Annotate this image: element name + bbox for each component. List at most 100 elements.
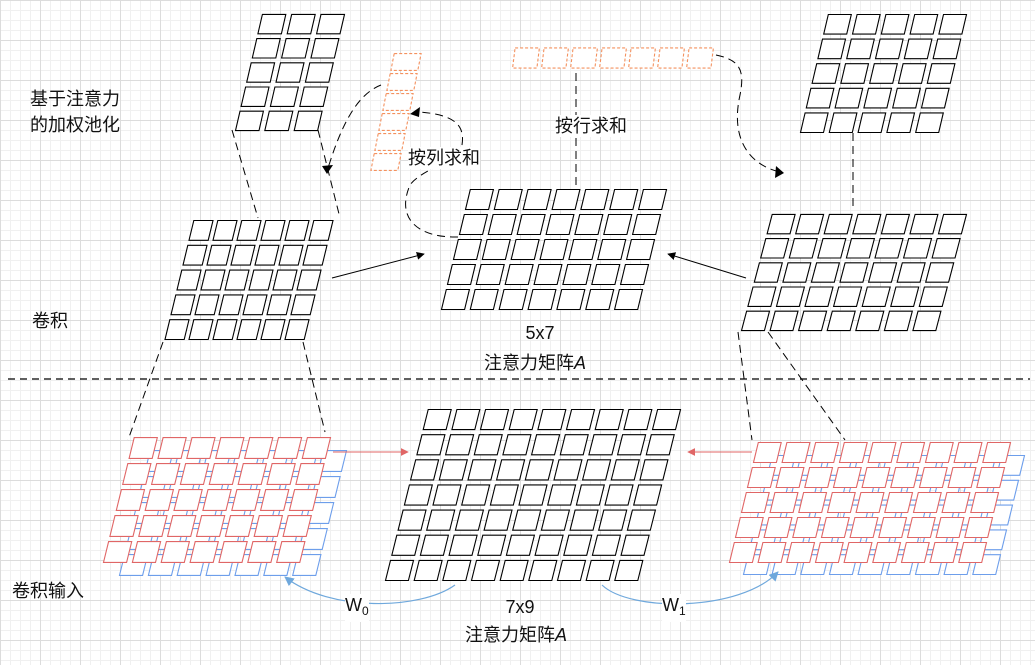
- grid-cell: [840, 63, 870, 84]
- grid-cell: [296, 269, 322, 291]
- grid-cell: [832, 466, 862, 489]
- grid-cell: [442, 559, 472, 582]
- grid-cell: [489, 484, 520, 506]
- grid-cell: [527, 288, 557, 311]
- grid-cell: [861, 286, 891, 307]
- grid-cell: [559, 434, 589, 456]
- grid-cell: [938, 13, 968, 35]
- grid-cell: [479, 408, 510, 431]
- grid-cell: [218, 541, 248, 563]
- grid-cell: [632, 484, 663, 506]
- grid-cell: [452, 238, 483, 261]
- grid-cell: [639, 459, 669, 481]
- grid-cell: [487, 213, 517, 236]
- grid-cell: [568, 238, 598, 261]
- grid-cell: [747, 286, 777, 307]
- grid-cell: [569, 47, 599, 69]
- grid-cell: [823, 13, 852, 35]
- grid-cell: [200, 269, 226, 291]
- grid-cell: [438, 459, 469, 481]
- grid-cell: [189, 541, 220, 563]
- label-column-sum: 按列求和: [408, 147, 480, 169]
- grid-cell: [804, 286, 834, 307]
- grid-cell: [243, 437, 274, 459]
- grid-cell: [886, 112, 916, 134]
- grid-cell: [863, 87, 893, 109]
- grid-cell: [374, 133, 406, 151]
- grid-cell: [539, 238, 569, 261]
- grid-cell: [264, 110, 294, 132]
- attention-matrix-top: [440, 188, 668, 311]
- grid-cell: [242, 294, 268, 316]
- grid-cell: [759, 238, 790, 259]
- label-size-bottom: 7x9: [505, 597, 535, 617]
- grid-cell: [259, 489, 290, 511]
- grid-cell: [794, 213, 825, 235]
- grid-cell: [553, 459, 583, 481]
- grid-cell: [581, 459, 612, 481]
- grid-cell: [597, 509, 628, 531]
- grid-cell: [912, 491, 942, 514]
- grid-cell: [483, 509, 513, 531]
- grid-cell: [464, 188, 495, 211]
- grid-cell: [481, 238, 511, 261]
- grid-cell: [469, 288, 499, 311]
- grid-cell: [782, 262, 812, 283]
- grid-cell: [637, 188, 668, 211]
- grid-cell: [432, 484, 462, 506]
- grid-cell: [651, 408, 682, 431]
- grid-cell: [740, 491, 770, 514]
- grid-cell: [546, 484, 577, 506]
- grid-cell: [295, 463, 325, 485]
- grid-cell: [202, 489, 232, 511]
- grid-cell: [247, 541, 277, 563]
- grid-cell: [413, 559, 443, 582]
- grid-cell: [775, 466, 805, 489]
- grid-cell: [880, 13, 910, 35]
- grid-cell: [609, 188, 639, 211]
- grid-cell: [598, 47, 628, 69]
- grid-cell: [182, 244, 208, 266]
- grid-cell: [266, 463, 296, 485]
- grid-cell: [502, 434, 532, 456]
- grid-cell: [195, 515, 226, 537]
- grid-cell: [282, 515, 313, 537]
- grid-cell: [473, 434, 503, 456]
- grid-cell: [533, 263, 563, 286]
- grid-cell: [574, 213, 604, 236]
- grid-cell: [224, 515, 255, 537]
- grid-cell: [446, 263, 477, 286]
- grid-cell: [872, 541, 902, 564]
- grid-cell: [144, 489, 175, 511]
- grid-cell: [845, 238, 876, 259]
- grid-cell: [275, 62, 305, 83]
- grid-cell: [846, 38, 875, 60]
- grid-cell: [775, 286, 806, 307]
- label-attention-pooling-1: 基于注意力: [30, 89, 120, 109]
- arrowhead: [775, 166, 784, 178]
- grid-cell: [299, 86, 329, 107]
- grid-cell: [976, 466, 1006, 489]
- grid-cell: [157, 437, 187, 459]
- grid-cell: [522, 188, 552, 211]
- grid-cell: [828, 112, 858, 134]
- grid-cell: [537, 408, 567, 431]
- grid-cell: [302, 244, 328, 266]
- grid-cell: [903, 38, 933, 60]
- arrowhead: [410, 107, 420, 117]
- grid-cell: [588, 434, 618, 456]
- grid-cell: [254, 244, 280, 266]
- grid-cell: [499, 559, 529, 582]
- grid-cell: [826, 310, 856, 332]
- grid-cell: [150, 463, 181, 485]
- grid-cell: [834, 87, 864, 109]
- grid-cell: [869, 63, 898, 84]
- grid-cell: [867, 262, 898, 283]
- grid-cell: [563, 534, 593, 556]
- grid-cell: [131, 541, 162, 563]
- grid-cell: [890, 286, 920, 307]
- dashed-connectors: [127, 54, 854, 441]
- grid-cell: [236, 219, 262, 241]
- grid-cell: [861, 466, 891, 489]
- grid-cell: [797, 310, 828, 332]
